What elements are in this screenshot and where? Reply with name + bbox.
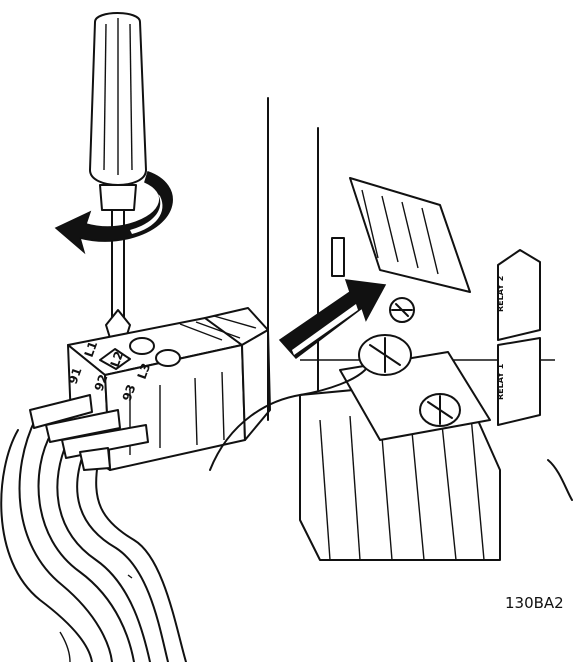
- relay1-label: RELAY 1: [496, 363, 505, 400]
- figure-code: 130BA2: [505, 594, 564, 612]
- mains-cable-bundle: [0, 417, 187, 662]
- ground-wire: [209, 369, 366, 471]
- output-label-91: 91: [66, 366, 85, 386]
- rotation-arrow-icon: [54, 171, 173, 255]
- relay2-label: RELAY 2: [496, 276, 505, 312]
- terminal-label-l2: L2: [108, 349, 127, 369]
- output-label-92: 92: [92, 373, 111, 393]
- terminal-label-l1: L1: [82, 339, 101, 359]
- output-label-93: 93: [120, 383, 139, 403]
- drive-panel: RELAY 2 RELAY 1: [267, 97, 573, 561]
- plug-wires: [29, 394, 149, 471]
- insertion-arrow-icon: [278, 279, 387, 360]
- terminal-label-l3: L3: [135, 361, 154, 381]
- plug-terminal-labels: L1 L2 L3 91 92 93: [66, 339, 154, 403]
- screwdriver: [89, 12, 147, 339]
- ground-icon: [389, 297, 415, 323]
